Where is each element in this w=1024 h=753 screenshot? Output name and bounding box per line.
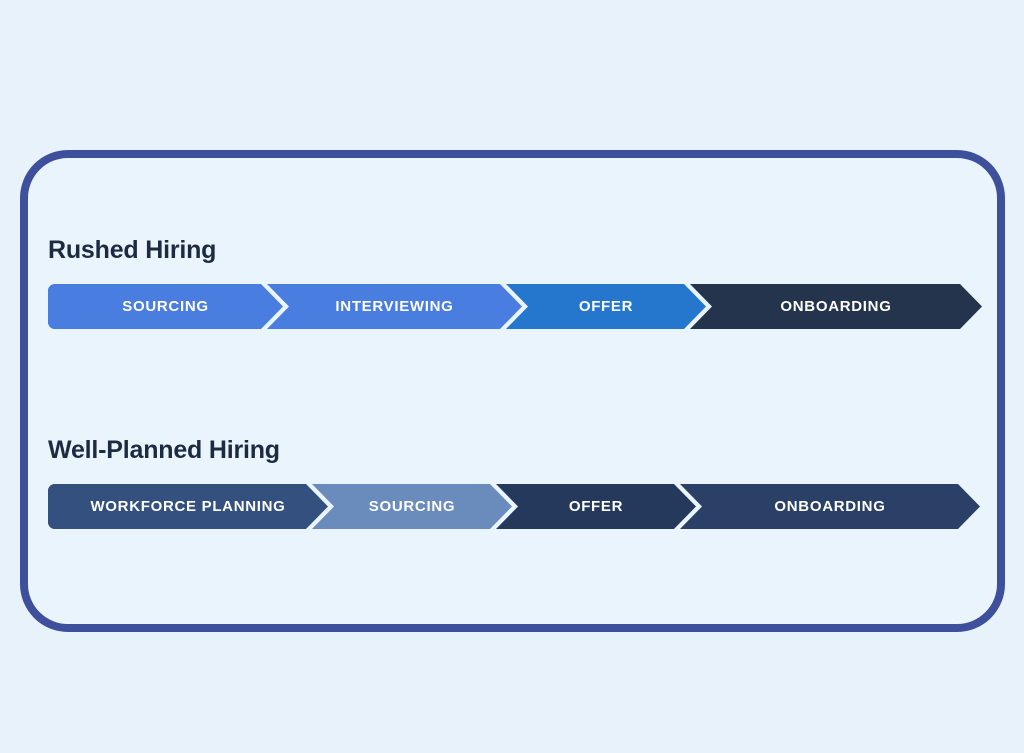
- group-title-rushed-hiring: Rushed Hiring: [48, 236, 217, 264]
- process-step-sourcing[interactable]: SOURCING: [312, 484, 512, 529]
- group-title-well-planned-hiring: Well-Planned Hiring: [48, 436, 280, 464]
- process-step-label: OFFER: [568, 498, 624, 515]
- process-step-offer[interactable]: OFFER: [496, 484, 696, 529]
- process-step-label: SOURCING: [122, 298, 209, 315]
- process-step-label: ONBOARDING: [780, 298, 892, 315]
- process-step-label: OFFER: [578, 298, 634, 315]
- process-step-label: INTERVIEWING: [335, 298, 454, 315]
- process-step-label: WORKFORCE PLANNING: [90, 498, 286, 515]
- process-step-offer[interactable]: OFFER: [506, 284, 706, 329]
- process-step-label: ONBOARDING: [774, 498, 886, 515]
- diagram-card: Rushed Hiring SOURCING INTERVIEWING OFFE…: [20, 150, 1005, 632]
- process-step-interviewing[interactable]: INTERVIEWING: [267, 284, 522, 329]
- process-step-onboarding[interactable]: ONBOARDING: [680, 484, 980, 529]
- chevron-chain-well-planned-hiring: WORKFORCE PLANNING SOURCING OFFER ONBOAR…: [48, 484, 980, 529]
- process-step-workforce-planning[interactable]: WORKFORCE PLANNING: [48, 484, 328, 529]
- chevron-chain-rushed-hiring: SOURCING INTERVIEWING OFFER ONBOARDING: [48, 284, 982, 329]
- process-step-label: SOURCING: [368, 498, 456, 515]
- process-step-sourcing[interactable]: SOURCING: [48, 284, 283, 329]
- process-step-onboarding[interactable]: ONBOARDING: [690, 284, 982, 329]
